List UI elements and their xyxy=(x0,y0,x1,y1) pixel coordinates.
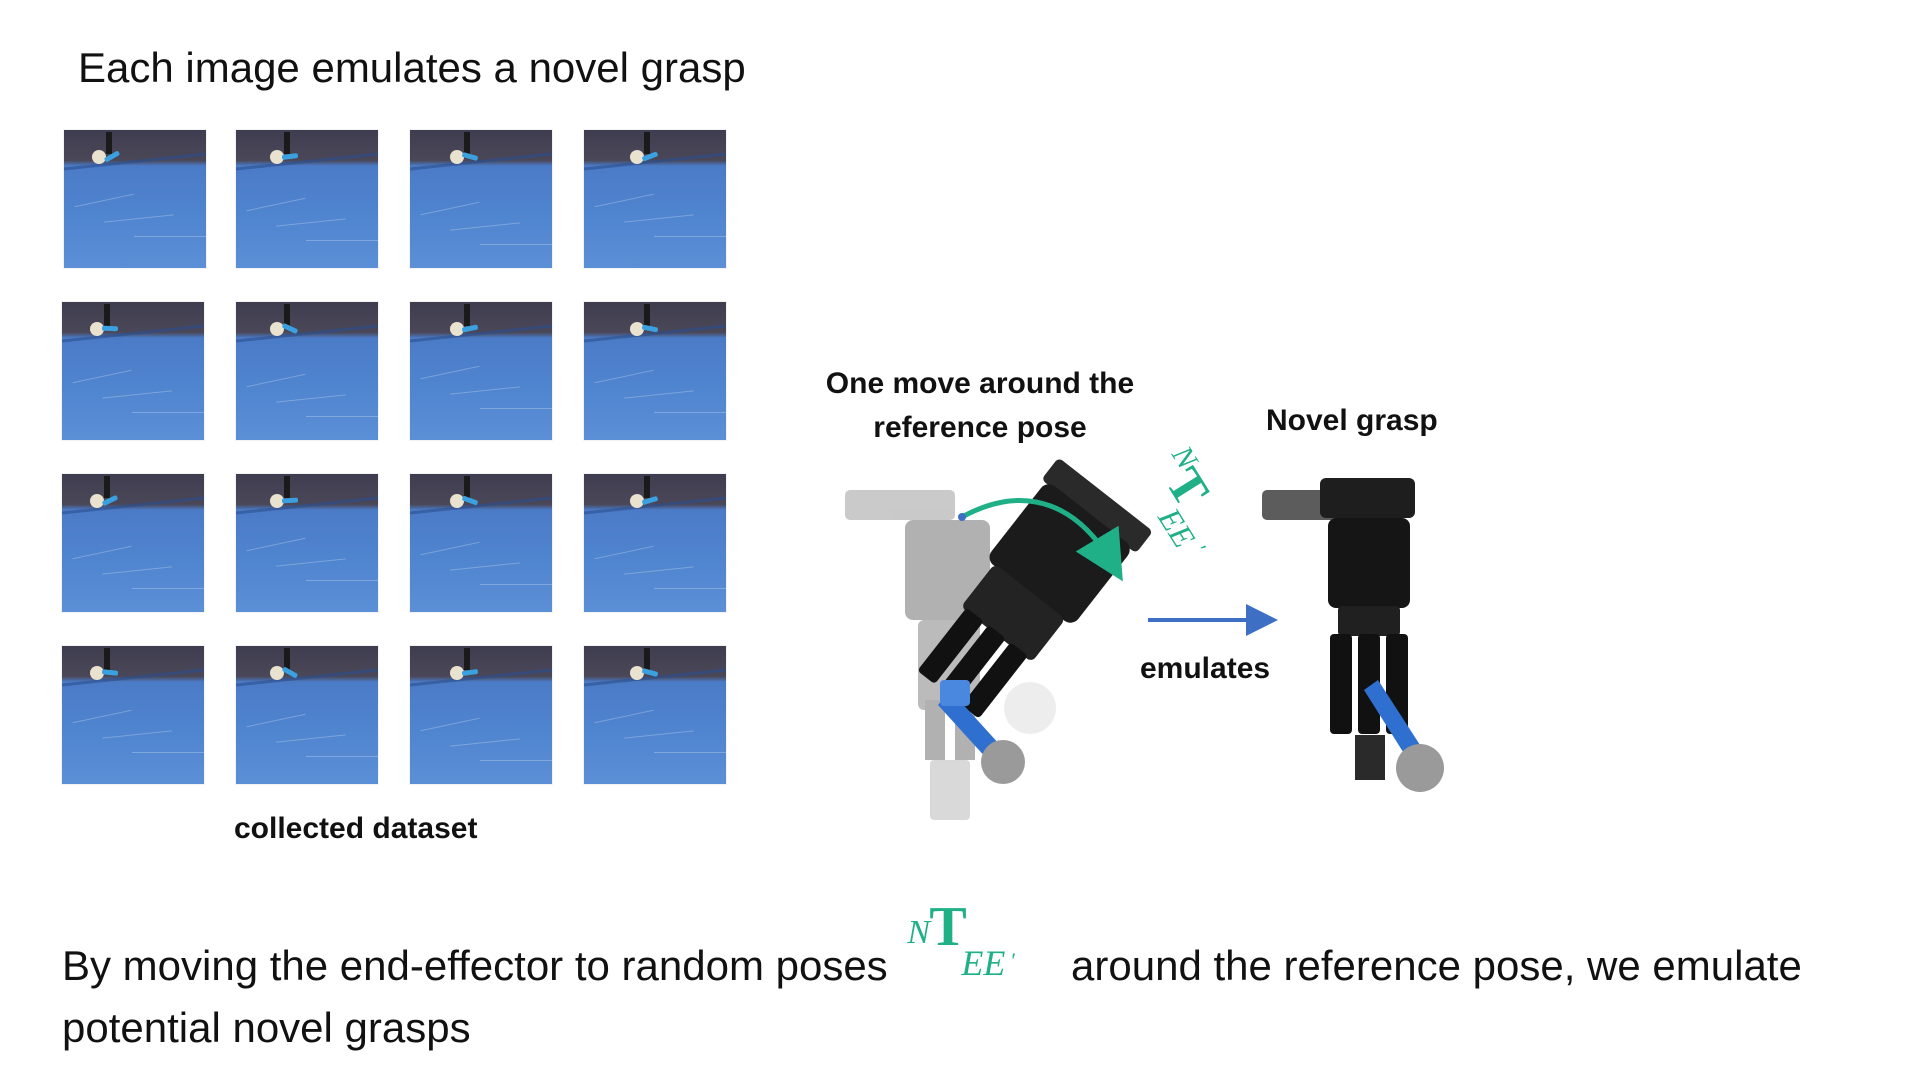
cloth-fold xyxy=(306,580,378,581)
transform-inline-subscript: EE xyxy=(961,943,1006,983)
cloth-fold xyxy=(132,588,204,589)
cloth-fold xyxy=(480,408,552,409)
dataset-thumbnail xyxy=(584,646,726,784)
robot-arm xyxy=(464,476,470,498)
cloth-fold xyxy=(132,412,204,413)
transform-inline: N T EE ′ xyxy=(899,896,1059,983)
dataset-thumbnail xyxy=(62,302,204,440)
robot-arm xyxy=(644,648,650,670)
bottom-text-before: By moving the end-effector to random pos… xyxy=(62,942,888,989)
dataset-thumbnail xyxy=(236,130,378,268)
robot-arm xyxy=(284,304,290,326)
grasped-object xyxy=(270,150,284,164)
dataset-thumbnail xyxy=(410,474,552,612)
robot-arm xyxy=(644,476,650,498)
cloth-fold xyxy=(654,236,726,237)
move-caption-line2: reference pose xyxy=(873,411,1087,444)
robot-arm xyxy=(104,648,110,670)
dataset-thumbnail xyxy=(62,646,204,784)
move-caption-line1: One move around the xyxy=(825,367,1135,400)
bottom-explanation: By moving the end-effector to random pos… xyxy=(62,896,1882,1059)
transform-subscript: EE xyxy=(1151,501,1203,554)
grasped-object xyxy=(92,150,106,164)
grasped-object xyxy=(450,322,464,336)
dataset-thumbnail xyxy=(410,646,552,784)
grasped-object xyxy=(630,322,644,336)
robot-arm xyxy=(284,132,290,154)
bottom-line-1: By moving the end-effector to random pos… xyxy=(62,896,1882,997)
move-arrow xyxy=(960,498,1123,582)
cloth-fold xyxy=(306,756,378,757)
robot-arm xyxy=(464,648,470,670)
grasped-object xyxy=(630,494,644,508)
dataset-thumbnail xyxy=(236,646,378,784)
dataset-thumbnail xyxy=(236,474,378,612)
robot-arm xyxy=(644,132,650,154)
robot-arm xyxy=(464,132,470,154)
grasped-object xyxy=(450,494,464,508)
transform-inline-superscript: N xyxy=(907,914,931,951)
grasped-object xyxy=(270,322,284,336)
robot-arm xyxy=(464,304,470,326)
grasped-object xyxy=(270,494,284,508)
cloth-fold xyxy=(480,584,552,585)
robot-arm xyxy=(284,648,290,670)
robot-arm xyxy=(284,476,290,498)
held-tool-moved xyxy=(938,680,1025,784)
dataset-thumbnail xyxy=(410,130,552,268)
cloth-fold xyxy=(654,752,726,753)
bottom-line-2: potential novel grasps xyxy=(62,1004,471,1051)
cloth-fold xyxy=(132,752,204,753)
dataset-thumbnail xyxy=(64,130,206,268)
grasped-object xyxy=(630,666,644,680)
cloth-fold xyxy=(306,240,378,241)
grasped-object xyxy=(450,150,464,164)
robot-arm xyxy=(106,132,112,154)
dataset-thumbnail xyxy=(62,474,204,612)
grasped-object xyxy=(90,494,104,508)
dataset-image-grid xyxy=(0,0,760,860)
bottom-text-after: around the reference pose, we emulate xyxy=(1071,942,1802,989)
transform-inline-prime: ′ xyxy=(1011,948,1017,973)
transform-inline-symbol: T xyxy=(929,896,967,958)
emulates-label: emulates xyxy=(1140,652,1271,685)
dataset-thumbnail xyxy=(410,302,552,440)
move-arrow-origin xyxy=(958,513,966,521)
cloth-fold xyxy=(654,412,726,413)
cloth-fold xyxy=(480,244,552,245)
robot-arm xyxy=(644,304,650,326)
novel-grasp-gripper xyxy=(1262,478,1415,780)
dataset-thumbnail xyxy=(584,474,726,612)
dataset-caption: collected dataset xyxy=(234,812,478,845)
grasped-object xyxy=(630,150,644,164)
transform-prime: ′ xyxy=(1187,541,1212,559)
slide-title: Each image emulates a novel grasp xyxy=(78,44,746,91)
robot-arm xyxy=(104,304,110,326)
cloth-fold xyxy=(654,588,726,589)
dataset-thumbnail xyxy=(236,302,378,440)
cloth-fold xyxy=(480,760,552,761)
held-tool-novel xyxy=(1364,680,1444,792)
grasped-object xyxy=(450,666,464,680)
grasped-object xyxy=(90,322,104,336)
move-caption: One move around the reference pose xyxy=(800,362,1160,450)
dataset-thumbnail xyxy=(584,302,726,440)
dataset-thumbnail xyxy=(584,130,726,268)
cloth-fold xyxy=(306,416,378,417)
novel-grasp-label: Novel grasp xyxy=(1266,404,1438,437)
robot-arm xyxy=(104,476,110,498)
grasped-object xyxy=(90,666,104,680)
cloth-fold xyxy=(134,236,206,237)
grasped-object xyxy=(270,666,284,680)
